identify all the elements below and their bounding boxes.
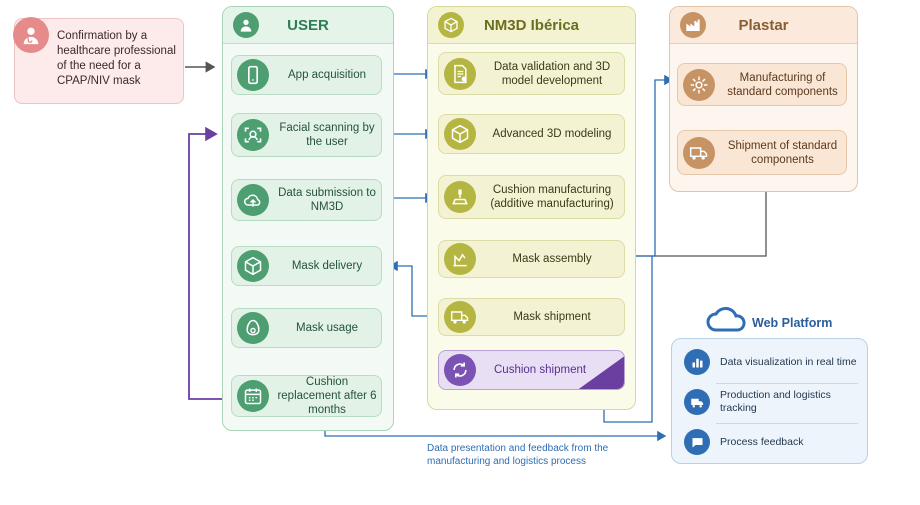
step-label: Mask delivery bbox=[291, 260, 363, 272]
step-data-validation: Data validation and 3D model development bbox=[438, 52, 625, 95]
user-lane-title: USER bbox=[223, 7, 393, 44]
step-label: Cushion replacement after 6 months bbox=[277, 376, 377, 416]
package-icon bbox=[237, 250, 269, 282]
step-facial-scanning: Facial scanning by the user bbox=[231, 113, 382, 157]
face-scan-icon bbox=[237, 119, 269, 151]
step-label: Manufacturing of standard components bbox=[727, 71, 838, 98]
user-icon bbox=[233, 12, 259, 38]
truck-icon bbox=[684, 389, 710, 415]
user-lane-title-text: USER bbox=[287, 16, 329, 34]
divider bbox=[716, 423, 858, 424]
step-label: App acquisition bbox=[288, 69, 366, 81]
web-platform-panel: Data visualization in real time Producti… bbox=[671, 338, 868, 464]
divider bbox=[716, 383, 858, 384]
factory-icon bbox=[680, 12, 706, 38]
step-cushion-manufacturing: Cushion manufacturing (additive manufact… bbox=[438, 175, 625, 219]
smartphone-icon bbox=[237, 59, 269, 91]
web-item-label: Data visualization in real time bbox=[720, 355, 857, 368]
step-label: Mask assembly bbox=[512, 253, 592, 265]
feedback-note: Data presentation and feedback from the … bbox=[427, 443, 609, 467]
truck-icon bbox=[683, 136, 715, 169]
web-item-label: Process feedback bbox=[720, 435, 804, 448]
step-mask-delivery: Mask delivery bbox=[231, 246, 382, 286]
step-label: Data submission to NM3D bbox=[278, 187, 376, 213]
document-check-icon bbox=[444, 57, 476, 90]
chat-icon bbox=[684, 429, 710, 455]
doctor-icon bbox=[13, 17, 49, 53]
step-app-acquisition: App acquisition bbox=[231, 55, 382, 95]
step-mask-assembly: Mask assembly bbox=[438, 240, 625, 278]
web-platform-title: Web Platform bbox=[752, 316, 833, 330]
step-label: Cushion manufacturing (additive manufact… bbox=[490, 184, 614, 210]
step-data-submission: Data submission to NM3D bbox=[231, 179, 382, 221]
assembly-icon bbox=[444, 243, 476, 275]
step-label: Data validation and 3D model development bbox=[493, 60, 611, 87]
plastar-lane-title: Plastar bbox=[670, 7, 857, 44]
box-logo-icon bbox=[438, 12, 464, 38]
step-label: Mask shipment bbox=[513, 311, 591, 323]
web-item-label: Production and logistics tracking bbox=[720, 389, 831, 414]
nm3d-lane-title: NM3D Ibérica bbox=[428, 7, 635, 44]
truck-icon bbox=[444, 301, 476, 333]
cube-icon bbox=[444, 118, 476, 150]
mask-icon bbox=[237, 312, 269, 344]
cushion-shipment-accent bbox=[578, 356, 624, 389]
calendar-icon bbox=[237, 380, 269, 412]
plastar-lane-title-text: Plastar bbox=[738, 16, 789, 34]
start-confirmation-box: Confirmation by a healthcare professiona… bbox=[13, 17, 184, 104]
step-cushion-shipment: Cushion shipment bbox=[438, 350, 625, 390]
step-advanced-3d-modeling: Advanced 3D modeling bbox=[438, 114, 625, 154]
web-item-production-tracking: Production and logistics tracking bbox=[684, 389, 859, 415]
step-shipment-standard-components: Shipment of standard components bbox=[677, 130, 847, 175]
step-label: Shipment of standard components bbox=[727, 139, 838, 166]
cycle-icon bbox=[444, 354, 476, 386]
step-mask-shipment: Mask shipment bbox=[438, 298, 625, 336]
step-label: Facial scanning by the user bbox=[279, 122, 375, 148]
step-label: Advanced 3D modeling bbox=[492, 128, 612, 140]
step-label: Cushion shipment bbox=[494, 364, 587, 376]
web-item-process-feedback: Process feedback bbox=[684, 429, 859, 455]
web-item-data-visualization: Data visualization in real time bbox=[684, 349, 859, 375]
step-cushion-replacement: Cushion replacement after 6 months bbox=[231, 375, 382, 417]
gear-icon bbox=[683, 68, 715, 101]
printer-3d-icon bbox=[444, 181, 476, 213]
nm3d-lane-title-text: NM3D Ibérica bbox=[483, 16, 580, 34]
bar-chart-icon bbox=[684, 349, 710, 375]
step-manufacturing-standard-components: Manufacturing of standard components bbox=[677, 63, 847, 106]
start-confirmation-text: Confirmation by a healthcare professiona… bbox=[57, 30, 176, 87]
cloud-upload-icon bbox=[237, 184, 269, 216]
step-mask-usage: Mask usage bbox=[231, 308, 382, 348]
cloud-icon bbox=[706, 307, 746, 332]
step-label: Mask usage bbox=[295, 322, 358, 334]
